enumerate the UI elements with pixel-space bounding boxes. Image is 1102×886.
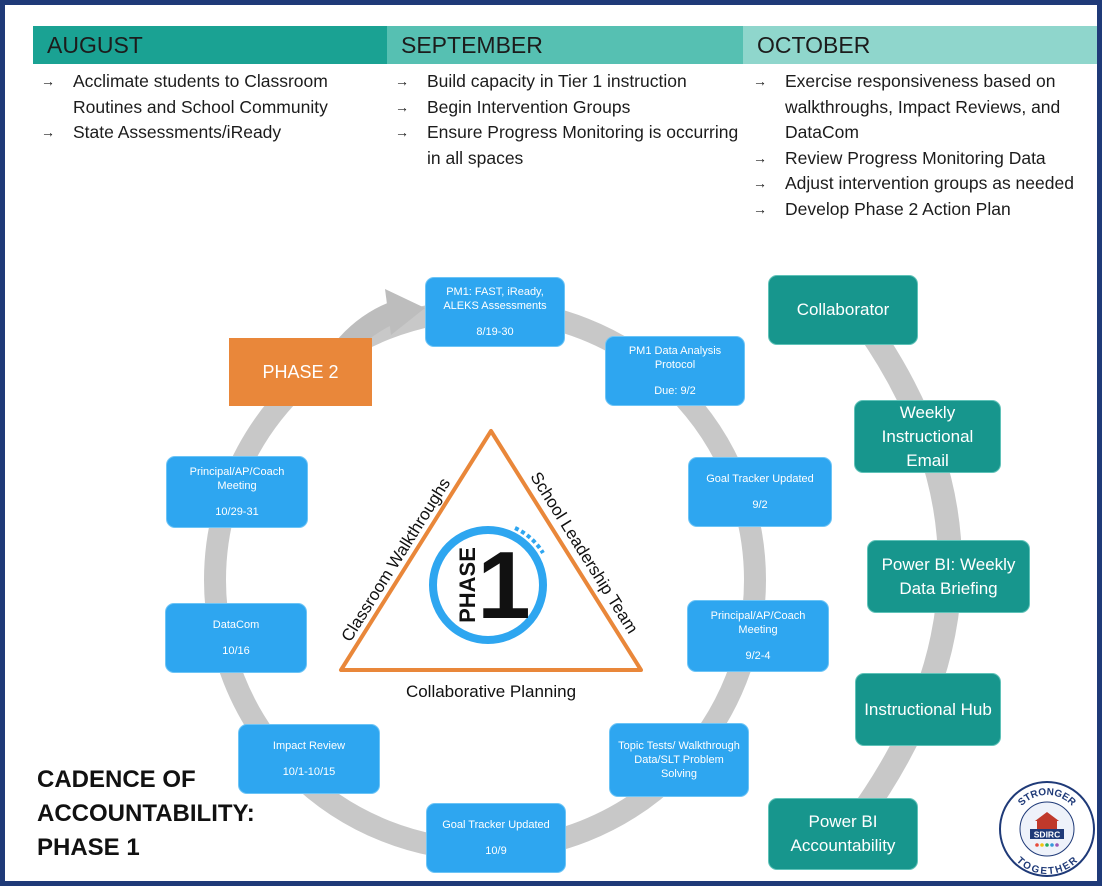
september-item: Build capacity in Tier 1 instruction (389, 69, 739, 95)
cycle-step-label: Impact Review (272, 740, 346, 752)
support-weekly-instructional-email: Weekly Instructional Email (854, 400, 1001, 473)
title-line: PHASE 1 (37, 834, 140, 861)
september-list: Build capacity in Tier 1 instruction Beg… (389, 69, 739, 171)
cycle-step-pm1-assessments: PM1: FAST, iReady, ALEKS Assessments 8/1… (425, 277, 565, 347)
cycle-step-label: Goal Tracker Updated (706, 473, 814, 485)
phase1-ring (429, 526, 547, 644)
cycle-step-label: Topic Tests/ Walkthrough Data/SLT Proble… (618, 740, 740, 780)
support-collaborator: Collaborator (768, 275, 918, 345)
cycle-step-date: 9/2 (752, 499, 768, 511)
cycle-step-date: Due: 9/2 (654, 385, 696, 397)
august-list: Acclimate students to Classroom Routines… (35, 69, 385, 146)
month-header-october: OCTOBER (743, 26, 1097, 64)
phase2-arrow-head (385, 289, 425, 335)
phase1-ring-accent (514, 526, 545, 555)
phase1-word: PHASE (455, 547, 480, 623)
august-item: Acclimate students to Classroom Routines… (35, 69, 385, 120)
cycle-step-date: 9/2-4 (745, 650, 771, 662)
triangle-frame (339, 429, 643, 672)
triangle-label-right: School Leadership Team (526, 469, 641, 637)
cycle-step-date: 10/1-10/15 (282, 766, 336, 778)
cycle-step-topic-tests: Topic Tests/ Walkthrough Data/SLT Proble… (609, 723, 749, 797)
cycle-step-goal-tracker-sept: Goal Tracker Updated 9/2 (688, 457, 832, 527)
october-list: Exercise responsiveness based on walkthr… (747, 69, 1097, 223)
cycle-step-impact-review: Impact Review 10/1-10/15 (238, 724, 380, 794)
cycle-step-data-analysis-protocol: PM1 Data Analysis Protocol Due: 9/2 (605, 336, 745, 406)
september-item: Ensure Progress Monitoring is occurring … (389, 120, 739, 171)
sdirc-logo: STRONGER TOGETHER SDIRC (999, 781, 1095, 877)
cycle-step-label: Goal Tracker Updated (442, 819, 550, 831)
title-line: ACCOUNTABILITY: (37, 800, 255, 827)
phase2-box: PHASE 2 (229, 338, 372, 406)
cycle-step-datacom: DataCom 10/16 (165, 603, 307, 673)
triangle-label-bottom: Collaborative Planning (406, 682, 576, 701)
cycle-step-label: Principal/AP/Coach Meeting (710, 610, 806, 636)
october-item: Exercise responsiveness based on walkthr… (747, 69, 1097, 146)
october-item: Adjust intervention groups as needed (747, 171, 1097, 197)
october-item: Develop Phase 2 Action Plan (747, 197, 1097, 223)
cycle-step-principal-meeting-oct: Principal/AP/Coach Meeting 10/29-31 (166, 456, 308, 528)
cycle-step-label: Principal/AP/Coach Meeting (189, 466, 285, 492)
cycle-step-date: 10/16 (222, 645, 250, 657)
cycle-step-label: PM1 Data Analysis Protocol (628, 345, 722, 371)
cycle-step-date: 8/19-30 (476, 326, 514, 338)
september-item: Begin Intervention Groups (389, 95, 739, 121)
cycle-step-label: PM1: FAST, iReady, ALEKS Assessments (443, 286, 547, 312)
august-item: State Assessments/iReady (35, 120, 385, 146)
title-line: CADENCE OF (37, 766, 196, 793)
phase1-number: 1 (477, 532, 530, 639)
month-header-august: AUGUST (33, 26, 387, 64)
support-instructional-hub: Instructional Hub (855, 673, 1001, 746)
cycle-step-goal-tracker-oct: Goal Tracker Updated 10/9 (426, 803, 566, 873)
support-weekly-data-briefing: Power BI: Weekly Data Briefing (867, 540, 1030, 613)
logo-middle-text: SDIRC (1034, 830, 1060, 840)
cycle-step-date: 10/29-31 (215, 506, 259, 518)
month-header-september: SEPTEMBER (387, 26, 743, 64)
page-title: CADENCE OF ACCOUNTABILITY: PHASE 1 (37, 763, 255, 865)
october-item: Review Progress Monitoring Data (747, 146, 1097, 172)
cycle-step-date: 10/9 (485, 845, 507, 857)
cycle-step-principal-meeting-sept: Principal/AP/Coach Meeting 9/2-4 (687, 600, 829, 672)
cycle-step-label: DataCom (212, 619, 260, 631)
support-power-bi-accountability: Power BI Accountability (768, 798, 918, 870)
